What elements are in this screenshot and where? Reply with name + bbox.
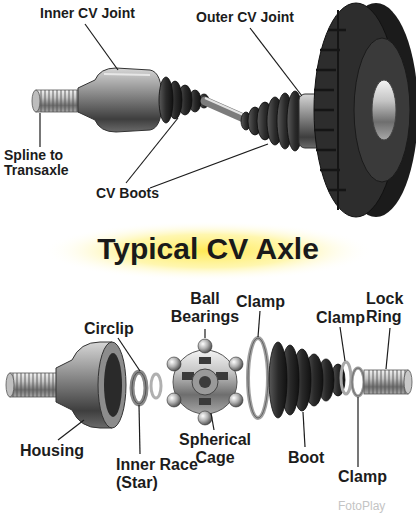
ball-bearing (198, 411, 212, 425)
stub-shaft (364, 370, 412, 394)
leader-line (126, 118, 178, 183)
part-label: Clamp (316, 309, 376, 327)
ball-bearing (229, 357, 243, 371)
housing (12, 373, 56, 397)
leader-line (204, 329, 205, 338)
part-label: Clamp (236, 293, 296, 311)
inner-cv-boot (159, 77, 173, 123)
part-label: CV Boots (96, 186, 186, 201)
leader-line (340, 327, 345, 361)
spherical-cage (173, 350, 237, 414)
housing (6, 342, 126, 428)
small-clamp (341, 362, 351, 394)
wheel-tire (316, 149, 336, 152)
part-label: Lock Ring (366, 290, 416, 325)
spline-shaft (32, 90, 80, 112)
clamp-ring (248, 338, 268, 418)
housing (10, 373, 58, 397)
spherical-cage (199, 398, 211, 405)
leader-line (85, 24, 118, 70)
part-label: Clamp (338, 468, 398, 486)
wheel-tire (337, 10, 339, 210)
spherical-cage (173, 350, 237, 414)
small-clamp (352, 368, 364, 396)
boot (269, 342, 345, 418)
wheel-tire (372, 80, 396, 140)
stub-shaft (366, 370, 406, 394)
axle-shaft (205, 98, 248, 117)
spline-shaft (32, 90, 40, 112)
stub-shaft (364, 370, 408, 394)
clamp-ring (248, 338, 268, 418)
wheel-tire (314, 3, 416, 217)
inner-cv-joint (78, 68, 162, 132)
spherical-cage (192, 369, 218, 395)
part-label: Inner CV Joint (40, 6, 160, 21)
inner-cv-joint (104, 74, 150, 75)
housing (104, 353, 122, 417)
part-label: Ball Bearings (166, 290, 244, 325)
leader-line (357, 397, 358, 467)
leader-line (118, 338, 140, 371)
part-label: Outer CV Joint (196, 10, 316, 25)
leader-line (303, 412, 305, 447)
outer-cv-boot (241, 91, 303, 151)
small-clamp (341, 362, 364, 396)
leader-line (58, 311, 390, 467)
wheel-tire (316, 69, 336, 72)
spline-shaft (36, 90, 80, 112)
wheel-tire (314, 89, 334, 92)
ball-bearing (198, 339, 212, 353)
leader-line (211, 413, 214, 430)
ball-bearing (167, 357, 181, 371)
inner-race-rings (132, 372, 146, 404)
part-label: Spline to Transaxle (4, 148, 86, 179)
wheel-tire (314, 30, 346, 190)
leader-line (58, 420, 84, 440)
inner-cv-joint (78, 68, 162, 132)
part-label: Boot (288, 449, 348, 467)
wheel-tire (354, 38, 410, 182)
stub-shaft (404, 370, 412, 394)
part-label: Inner Race (Star) (116, 456, 208, 491)
leader-line (39, 113, 40, 147)
inner-race-rings (132, 372, 146, 404)
inner-race-rings (151, 374, 161, 398)
leader-line (150, 144, 268, 188)
leader-line (139, 405, 140, 454)
leader-line (258, 311, 260, 337)
leader-line (40, 24, 302, 188)
housing (6, 373, 14, 397)
ball-bearing (167, 339, 243, 425)
boot (269, 342, 287, 418)
part-label: Circlip (84, 320, 154, 338)
spherical-cage (199, 357, 211, 364)
ball-bearing (167, 393, 181, 407)
wheel-tire (314, 109, 334, 112)
ball-bearing (229, 393, 243, 407)
wheel-tire (314, 129, 334, 132)
small-clamp (352, 368, 364, 396)
leader-line (386, 328, 390, 369)
spline-shaft (38, 90, 78, 112)
spherical-cage (199, 376, 211, 388)
housing (98, 342, 126, 428)
inner-race-rings (132, 372, 161, 404)
leader-line (250, 28, 302, 96)
part-label: Housing (20, 442, 100, 460)
diagram-title: Typical CV Axle (0, 232, 416, 266)
clamp-ring (248, 338, 268, 418)
watermark: FotoPlay (338, 500, 416, 513)
